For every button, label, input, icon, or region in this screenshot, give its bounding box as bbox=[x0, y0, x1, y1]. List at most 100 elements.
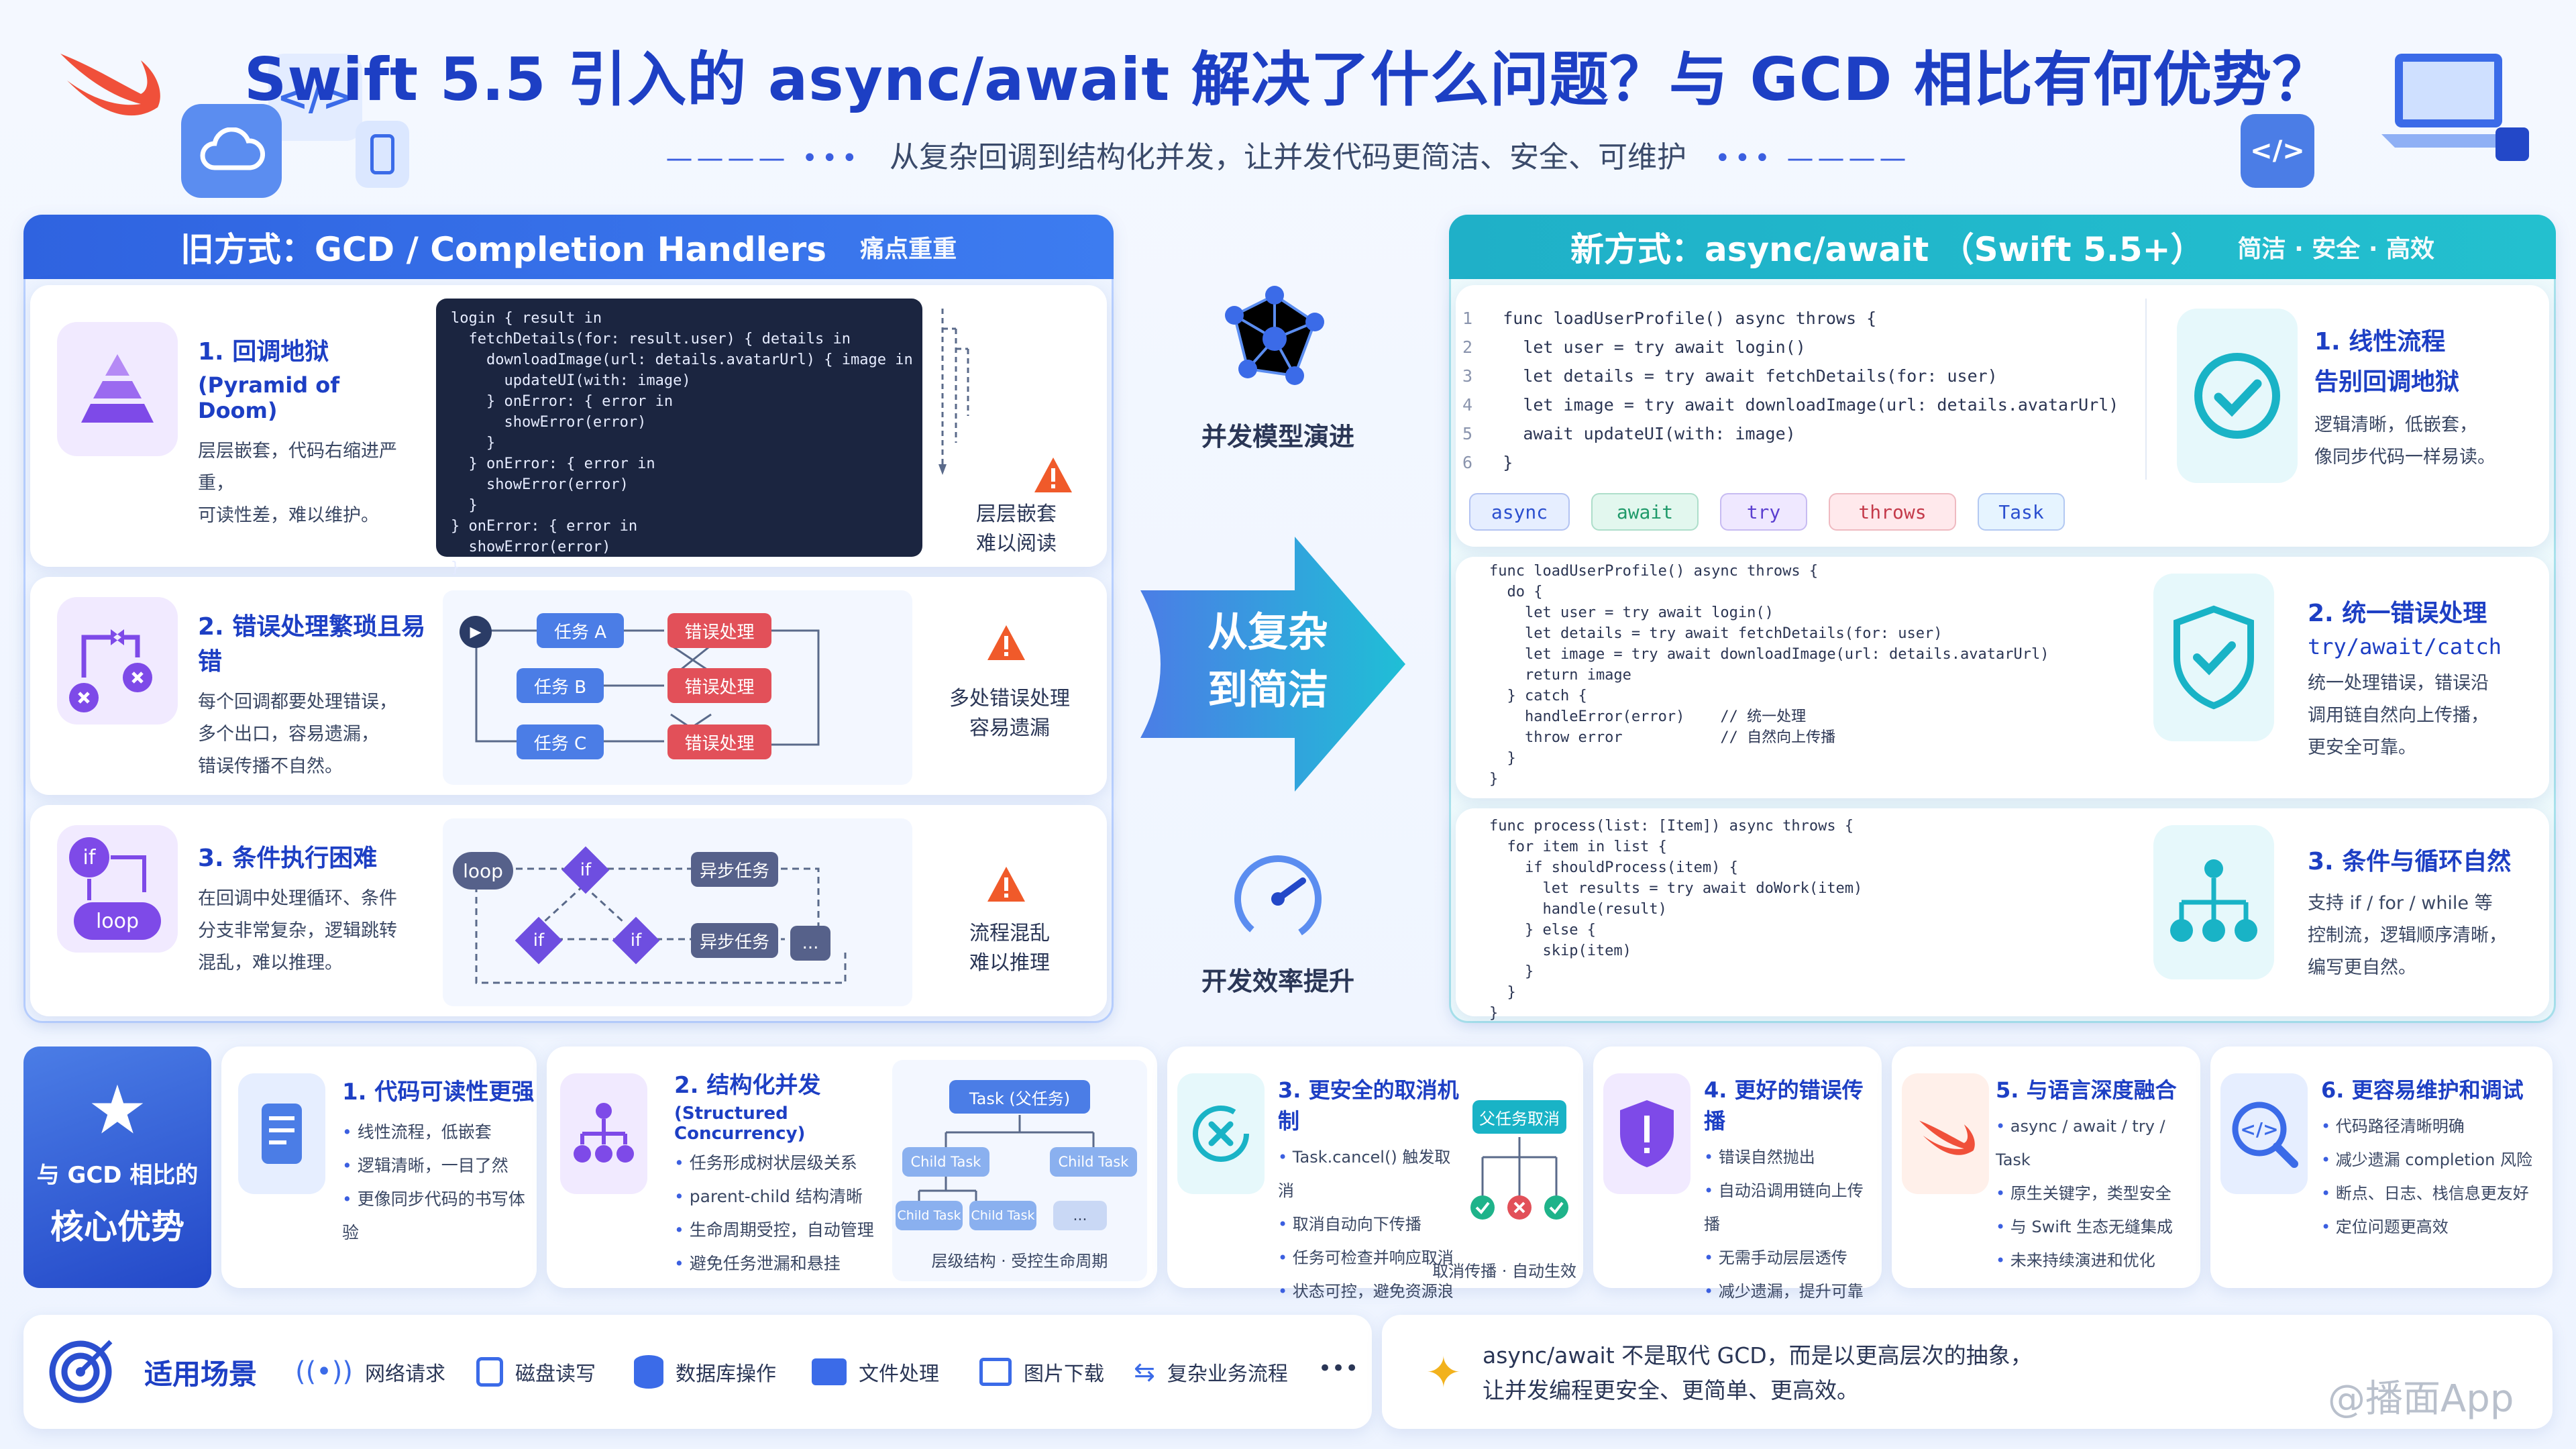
warn-label-2: 多处错误处理容易遗漏 bbox=[949, 687, 1070, 740]
code-line: downloadImage(url: details.avatarUrl) { … bbox=[451, 352, 913, 368]
code-line: handle(result) bbox=[1489, 901, 1667, 918]
new-item-2-title: 2. 统一错误处理 bbox=[2308, 600, 2487, 627]
evolution-label: 并发模型演进 bbox=[1201, 422, 1354, 451]
old-item-1-desc1: 层层嵌套，代码右缩进严重， bbox=[198, 441, 397, 494]
network-graph-icon bbox=[1208, 275, 1342, 402]
condition-flow-diagram: loop if 异步任务 if if 异步任务 ... bbox=[443, 818, 912, 1006]
adv-1-title: 1. 代码可读性更强 bbox=[342, 1079, 535, 1106]
child-task-node: Child Task bbox=[1050, 1147, 1137, 1177]
adv-4-item: 自动沿调用链向上传播 bbox=[1704, 1174, 1878, 1241]
old-header-tag: 痛点重重 bbox=[860, 235, 957, 263]
tree-people-icon bbox=[560, 1073, 647, 1194]
code-line: func loadUserProfile() async throws { bbox=[1489, 563, 1819, 580]
new-item-3-text: 3. 条件与循环自然 支持 if / for / while 等 控制流，逻辑顺… bbox=[2308, 842, 2542, 984]
code-line: } bbox=[1489, 1005, 1499, 1022]
warning-icon bbox=[986, 865, 1026, 903]
new-item-1-desc1: 逻辑清晰，低嵌套， bbox=[2314, 415, 2477, 435]
old-item-1-title: 1. 回调地狱 bbox=[198, 338, 329, 366]
new-item-2-desc1: 统一处理错误，错误沿 bbox=[2308, 673, 2489, 694]
code-line: } onError: { error in bbox=[451, 455, 655, 472]
summary-line-2: 让并发编程更安全、更简单、更高效。 bbox=[1483, 1377, 1859, 1403]
document-icon bbox=[238, 1073, 325, 1194]
new-item-2-desc2: 调用链自然向上传播， bbox=[2308, 705, 2489, 726]
shield-alert-icon bbox=[1603, 1073, 1690, 1194]
new-item-2-desc3: 更安全可靠。 bbox=[2308, 737, 2416, 758]
star-icon: ★ bbox=[87, 1071, 148, 1149]
new-item-control bbox=[1456, 808, 2549, 1016]
code-line: 5 await updateUI(with: image) bbox=[1462, 419, 2118, 448]
error-node-3: 错误处理 bbox=[667, 724, 771, 759]
if-label-3: if bbox=[630, 930, 642, 951]
advantages-label-2: 核心优势 bbox=[50, 1208, 184, 1246]
watermark: @播面App bbox=[2328, 1377, 2514, 1421]
error-flow-diagram: ▶ 任务 A 任务 B 任务 C 错误处理 错误处理 错误处理 bbox=[443, 590, 912, 785]
check-circle-icon bbox=[2177, 309, 2298, 483]
summary-text: async/await 不是取代 GCD，而是以更高层次的抽象， 让并发编程更安… bbox=[1483, 1338, 2033, 1408]
cancel-cycle-icon bbox=[1177, 1073, 1265, 1194]
adv-3-item: 任务可检查并响应取消 bbox=[1278, 1241, 1466, 1275]
callback-code-block: login { result in fetchDetails(for: resu… bbox=[436, 299, 922, 576]
error-node-1: 错误处理 bbox=[667, 613, 771, 648]
code-line: } bbox=[1489, 771, 1499, 788]
old-item-2-desc1: 每个回调都要处理错误， bbox=[198, 692, 397, 712]
flow-start-icon: ▶ bbox=[460, 616, 492, 648]
code-line: let results = try await doWork(item) bbox=[1489, 880, 1863, 897]
new-header-tag: 简洁 · 安全 · 高效 bbox=[2237, 235, 2435, 263]
code-line: if shouldProcess(item) { bbox=[1489, 859, 1738, 876]
code-line: let user = try await login() bbox=[1489, 604, 1774, 621]
code-line: } bbox=[451, 497, 478, 514]
svg-text:</>: </> bbox=[2240, 1118, 2278, 1140]
adv-4-item: 错误自然抛出 bbox=[1704, 1140, 1878, 1174]
advantages-label-card: ★ 与 GCD 相比的 核心优势 bbox=[23, 1046, 211, 1288]
swift-logo-icon bbox=[47, 27, 168, 127]
database-icon bbox=[634, 1355, 663, 1389]
new-item-3-desc1: 支持 if / for / while 等 bbox=[2308, 893, 2493, 914]
if-label-2: if bbox=[533, 930, 545, 951]
adv-1-text: 1. 代码可读性更强 线性流程，低嵌套 逻辑清晰，一目了然 更像同步代码的书写体… bbox=[342, 1073, 537, 1250]
code-line: fetchDetails(for: result.user) { details… bbox=[451, 331, 851, 347]
line-number: 5 bbox=[1462, 424, 1503, 443]
code-line: } onError: { error in bbox=[451, 518, 638, 535]
async-task-node-1: 异步任务 bbox=[691, 852, 778, 887]
hierarchy-icon bbox=[2153, 825, 2274, 979]
adv-6-item: 代码路径清晰明确 bbox=[2321, 1110, 2549, 1143]
old-item-1-subtitle: (Pyramid of Doom) bbox=[198, 372, 340, 423]
error-node-2: 错误处理 bbox=[667, 668, 771, 703]
task-c-node: 任务 C bbox=[517, 724, 604, 759]
summary-note bbox=[1382, 1315, 2553, 1429]
adv-6-item: 减少遗漏 completion 风险 bbox=[2321, 1143, 2549, 1177]
scenarios-label: 适用场景 bbox=[144, 1358, 258, 1391]
code-line: } bbox=[451, 435, 496, 451]
parent-task-node: Task (父任务) bbox=[949, 1080, 1090, 1114]
error-code-block: func loadUserProfile() async throws { do… bbox=[1489, 561, 2049, 790]
new-header-title: 新方式：async/await （Swift 5.5+） bbox=[1570, 230, 2204, 269]
page-subtitle: ———— ••• 从复杂回调到结构化并发，让并发代码更简洁、安全、可维护 •••… bbox=[0, 133, 2576, 176]
linear-code-block: 1 func loadUserProfile() async throws {2… bbox=[1449, 299, 2147, 480]
scenario-business: ⇆复杂业务流程 bbox=[1134, 1357, 1288, 1387]
speedometer-icon bbox=[1228, 849, 1328, 949]
adv-2-item: 任务形成树状层级关系 bbox=[674, 1146, 889, 1180]
code-line: login { result in bbox=[451, 310, 602, 327]
old-item-3-text: 3. 条件执行困难 在回调中处理循环、条件 分支非常复杂，逻辑跳转 混乱，难以推… bbox=[198, 839, 439, 979]
cancel-caption: 取消传播 · 自动生效 bbox=[1432, 1262, 1576, 1281]
code-line: func process(list: [Item]) async throws … bbox=[1489, 818, 1854, 835]
shield-check-icon bbox=[2153, 574, 2274, 741]
code-line: throw error // 自然向上传播 bbox=[1489, 729, 1836, 746]
efficiency-label: 开发效率提升 bbox=[1201, 967, 1354, 996]
adv-2-item: 避免任务泄漏和悬挂 bbox=[674, 1247, 889, 1281]
adv-5-title: 5. 与语言深度融合 bbox=[1996, 1077, 2177, 1103]
adv-2-title: 2. 结构化并发 bbox=[674, 1072, 821, 1099]
line-number: 1 bbox=[1462, 309, 1503, 328]
laptop-icon bbox=[2368, 47, 2529, 168]
code-line: } bbox=[1489, 963, 1534, 980]
new-item-1-title: 1. 线性流程 bbox=[2314, 328, 2446, 356]
code-line: } onError: { error in bbox=[451, 393, 674, 410]
keyword-pill-Task: Task bbox=[1978, 493, 2065, 531]
adv-1-item: 线性流程，低嵌套 bbox=[342, 1116, 537, 1149]
child-task-node: Child Task bbox=[902, 1147, 989, 1177]
warn-label-3: 流程混乱难以推理 bbox=[969, 922, 1050, 975]
sparkle-icon: ✦ bbox=[1426, 1348, 1462, 1398]
code-line: } bbox=[1489, 984, 1516, 1001]
old-item-3-desc2: 分支非常复杂，逻辑跳转 bbox=[198, 920, 397, 941]
code-line: showError(error) bbox=[451, 476, 629, 493]
